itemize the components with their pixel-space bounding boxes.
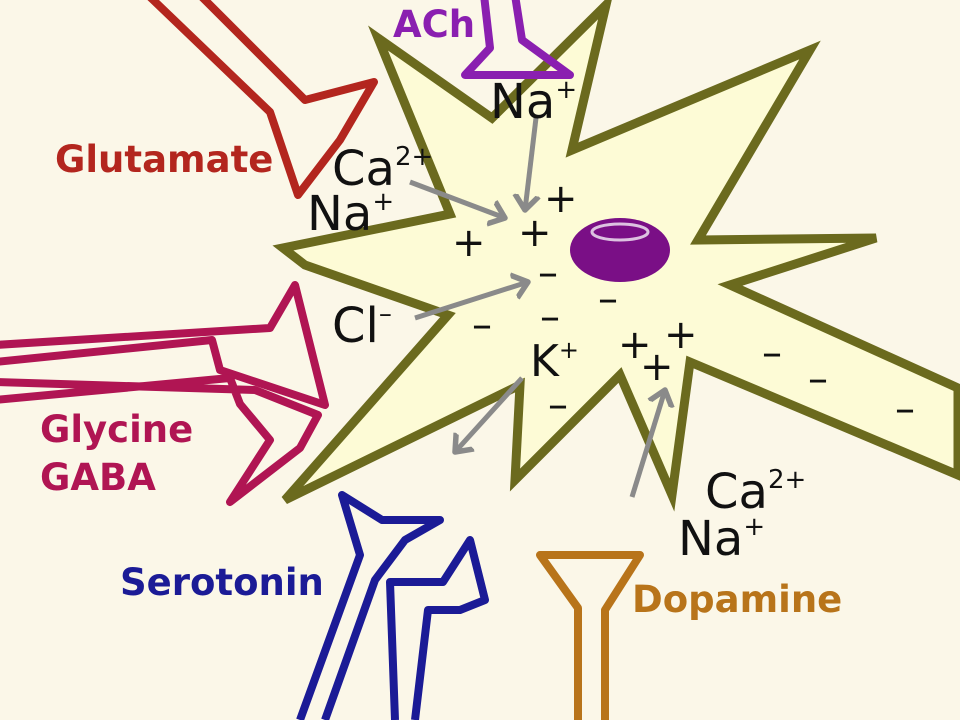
gaba-label: GABA (40, 456, 156, 499)
minus-charge: – (472, 302, 492, 348)
ion-label-ca-left: Ca2+ (332, 141, 433, 197)
dopamine-label: Dopamine (632, 578, 842, 621)
minus-charge: – (895, 386, 915, 432)
ach-terminal (461, 0, 574, 79)
minus-charge: – (540, 294, 560, 340)
glutamate-terminal (147, 0, 378, 199)
nucleus-highlight (590, 222, 650, 242)
glycine-gaba-terminal-upper (0, 281, 329, 409)
minus-charge: – (598, 276, 618, 322)
ion-label-na-top: Na+ (490, 74, 577, 130)
serotonin-terminal (296, 491, 489, 720)
glycine-label: Glycine (40, 408, 193, 451)
ion-label-k: K+ (530, 336, 579, 387)
nucleus (570, 218, 670, 282)
dopamine-terminal (536, 551, 644, 720)
glycine-gaba-terminal-lower (0, 374, 322, 506)
ion-label-na-left: Na+ (307, 186, 394, 242)
plus-charge: + (640, 344, 674, 390)
plus-charge: + (518, 210, 552, 256)
ion-label-na-bottom: Na+ (678, 511, 765, 567)
plus-charge: + (452, 220, 486, 266)
ion-label-ca-bottom: Ca2+ (705, 464, 806, 520)
ion-label-cl: Cl– (332, 298, 392, 354)
minus-charge: – (548, 382, 568, 428)
plus-charge: + (618, 322, 652, 368)
plus-charge: + (664, 312, 698, 358)
na-influx-arrow-top (525, 117, 536, 210)
ca-na-influx-arrow-left (409, 179, 505, 218)
serotonin-label: Serotonin (120, 561, 324, 604)
glutamate-label: Glutamate (55, 138, 273, 181)
k-efflux-arrow (455, 376, 524, 452)
minus-charge: – (808, 356, 828, 402)
ach-label: ACh (393, 3, 475, 46)
plus-charge: + (544, 176, 578, 222)
minus-charge: – (538, 250, 558, 296)
ca-na-influx-arrow-bottom (629, 390, 665, 498)
minus-charge: – (762, 330, 782, 376)
cl-influx-arrow (414, 282, 528, 321)
